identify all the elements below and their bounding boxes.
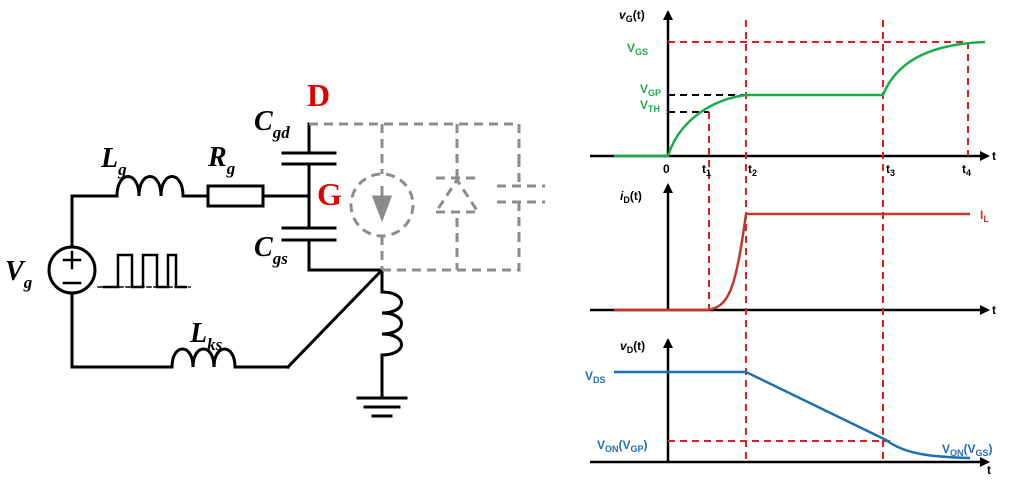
drain-bus xyxy=(309,122,521,158)
gate-resistor xyxy=(206,184,265,208)
vgs-level-label: VGS xyxy=(627,41,648,57)
id-xaxis-label: t xyxy=(992,303,996,317)
voltage-source xyxy=(47,245,97,295)
vd-trace xyxy=(614,370,971,460)
gate-drive-circuit xyxy=(47,122,408,418)
pulse-train-icon xyxy=(102,253,188,289)
tick-t1: t1 xyxy=(702,162,711,178)
vth-level-label: VTH xyxy=(640,98,660,114)
power-inductor xyxy=(380,290,403,357)
tick-t2: t2 xyxy=(748,162,757,178)
source-label: Vg xyxy=(5,256,33,292)
vg-xaxis-label: t xyxy=(992,149,996,163)
source-plus xyxy=(62,250,82,270)
time-guides xyxy=(668,20,969,462)
current-source-arrow-icon xyxy=(371,186,393,223)
cgd-label: Cgd xyxy=(254,106,290,142)
vg-ylabel: vG(t) xyxy=(619,8,645,24)
diode-triangle xyxy=(433,177,481,214)
kelvin-inductor-label: Lks xyxy=(189,318,223,354)
level-guides xyxy=(668,94,746,113)
vg-trace xyxy=(614,40,986,158)
vgp-level-label: VGP xyxy=(640,82,661,98)
vds-level-label: VDS xyxy=(585,369,606,385)
id-trace xyxy=(614,212,970,312)
waveform-axes xyxy=(590,10,990,467)
gate-label: G xyxy=(317,176,342,212)
tick-t4: t4 xyxy=(962,162,971,178)
kelvin-inductor xyxy=(170,347,237,369)
cgs-lead xyxy=(307,238,384,272)
current-source xyxy=(349,172,415,238)
tick-t3: t3 xyxy=(886,162,895,178)
vd-xaxis-label: t xyxy=(987,463,991,477)
gate-inductor xyxy=(115,175,185,198)
id-ylabel: iD(t) xyxy=(620,189,642,205)
cgs-label: Cgs xyxy=(254,232,288,268)
gate-inductor-label: Lg xyxy=(100,143,127,179)
source-bus xyxy=(382,238,521,272)
drain-label: D xyxy=(307,77,330,113)
von-gp-label: VON(VGP) xyxy=(597,438,648,454)
il-level-label: IL xyxy=(980,208,989,224)
kelvin-diagonal xyxy=(285,267,385,370)
gate-resistor-label: Rg xyxy=(207,142,236,178)
von-gs-label: VON(VGS) xyxy=(942,442,993,458)
vd-ylabel: vD(t) xyxy=(620,339,645,355)
device-model xyxy=(309,122,545,272)
tick-0: 0 xyxy=(663,162,670,176)
